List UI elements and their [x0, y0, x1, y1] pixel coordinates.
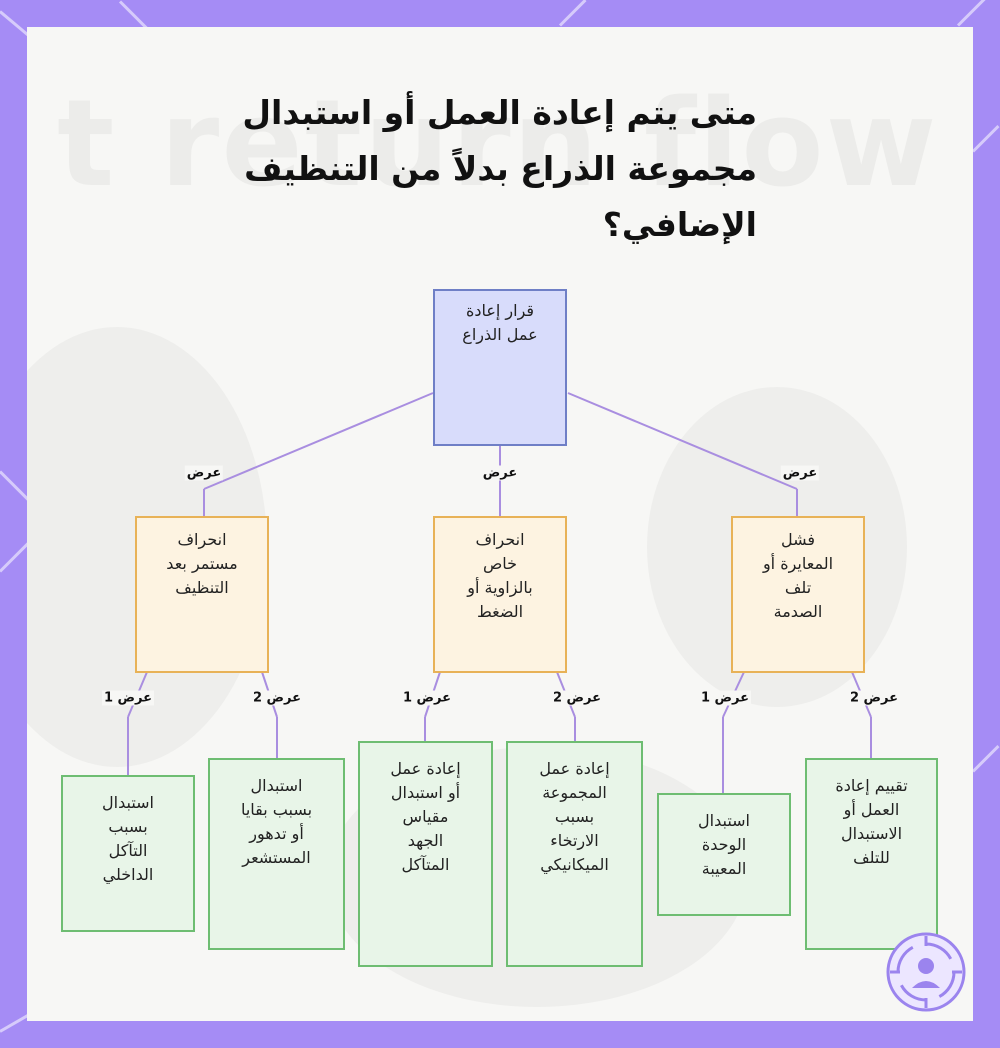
frame-decoration — [956, 0, 988, 27]
frame-decoration — [558, 0, 587, 27]
frame-decoration — [971, 744, 1000, 773]
edge-label: عرض 2 — [847, 690, 901, 706]
leaf-node-sensor-degradation: استبدال بسبب بقايا أو تدهور المستشعر — [208, 758, 345, 950]
frame-decoration — [0, 542, 30, 573]
mid-node-persistent-drift: انحراف مستمر بعد التنظيف — [135, 516, 269, 673]
root-node: قرار إعادة عمل الذراع — [433, 289, 567, 446]
edge-label: عرض — [184, 465, 224, 481]
leaf-node-mechanical-loosening: إعادة عمل المجموعة بسبب الارتخاء الميكان… — [506, 741, 643, 967]
edge-label: عرض 1 — [101, 690, 155, 706]
edge-root-mid-1 — [203, 392, 434, 490]
leaf-node-assess-damage: تقييم إعادة العمل أو الاستبدال للتلف — [805, 758, 938, 950]
edge-label: عرض 1 — [400, 690, 454, 706]
leaf-node-internal-wear: استبدال بسبب التآكل الداخلي — [61, 775, 195, 932]
page-title: متى يتم إعادة العمل أو استبدال مجموعة ال… — [242, 93, 757, 244]
edge-label: عرض 1 — [698, 690, 752, 706]
leaf-node-worn-potentiometer: إعادة عمل أو استبدال مقياس الجهد المتآكل — [358, 741, 493, 967]
leaf-node-replace-defective-unit: استبدال الوحدة المعيبة — [657, 793, 791, 916]
target-person-icon — [884, 930, 968, 1014]
edge-label: عرض — [480, 465, 520, 481]
edge-root-mid-3 — [567, 392, 798, 490]
edge-label: عرض 2 — [250, 690, 304, 706]
edge-label: عرض 2 — [550, 690, 604, 706]
frame-decoration — [971, 124, 1000, 153]
background-watermark-text: t return flow to re — [57, 75, 973, 214]
edge-label: عرض — [780, 465, 820, 481]
infographic-card: t return flow to re متى يتم إعادة العمل … — [27, 27, 973, 1021]
frame-decoration — [0, 470, 30, 501]
mid-node-angle-pressure-drift: انحراف خاص بالزاوية أو الضغط — [433, 516, 567, 673]
mid-node-calibration-failure: فشل المعايرة أو تلف الصدمة — [731, 516, 865, 673]
